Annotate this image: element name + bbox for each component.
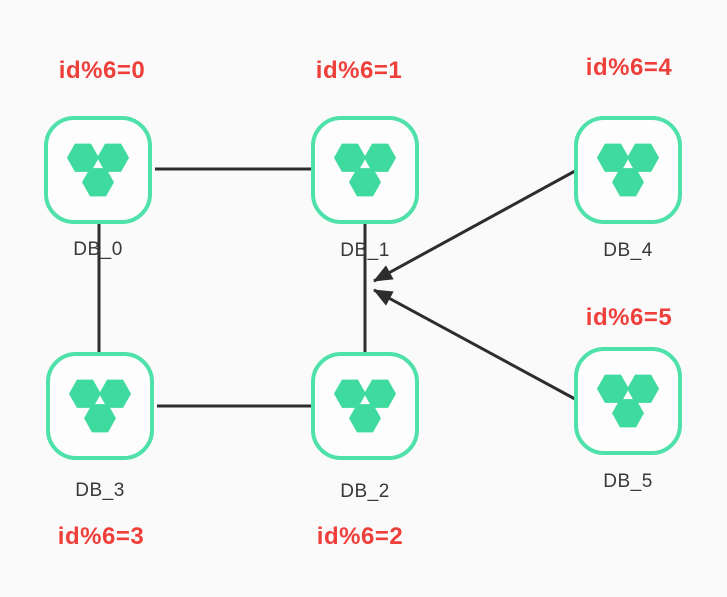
node-db1 [311,116,419,224]
node-label-db2: DB_2 [340,481,390,502]
mod-label-db1: id%6=1 [315,57,403,84]
node-db4 [574,116,682,224]
mod-label-db0: id%6=0 [58,57,146,84]
node-db0 [44,116,152,224]
mod-label-db5: id%6=5 [585,304,673,331]
node-db5 [574,347,682,455]
node-label-db4: DB_4 [603,240,653,261]
node-db3 [46,352,154,460]
node-label-db3: DB_3 [75,480,125,501]
node-label-db5: DB_5 [603,471,653,492]
hexagon-cluster-icon [596,143,660,197]
hexagon-cluster-icon [333,379,397,433]
node-label-db0: DB_0 [73,239,123,260]
node-db2 [311,352,419,460]
node-label-db1: DB_1 [340,240,390,261]
hexagon-cluster-icon [66,143,130,197]
hexagon-cluster-icon [68,379,132,433]
hexagon-cluster-icon [596,374,660,428]
mod-label-db4: id%6=4 [585,54,673,81]
mod-label-db2: id%6=2 [316,523,404,550]
edge-db4-arrow [373,169,576,283]
edge-db5-arrow [373,288,576,401]
hexagon-cluster-icon [333,143,397,197]
mod-label-db3: id%6=3 [57,523,145,550]
